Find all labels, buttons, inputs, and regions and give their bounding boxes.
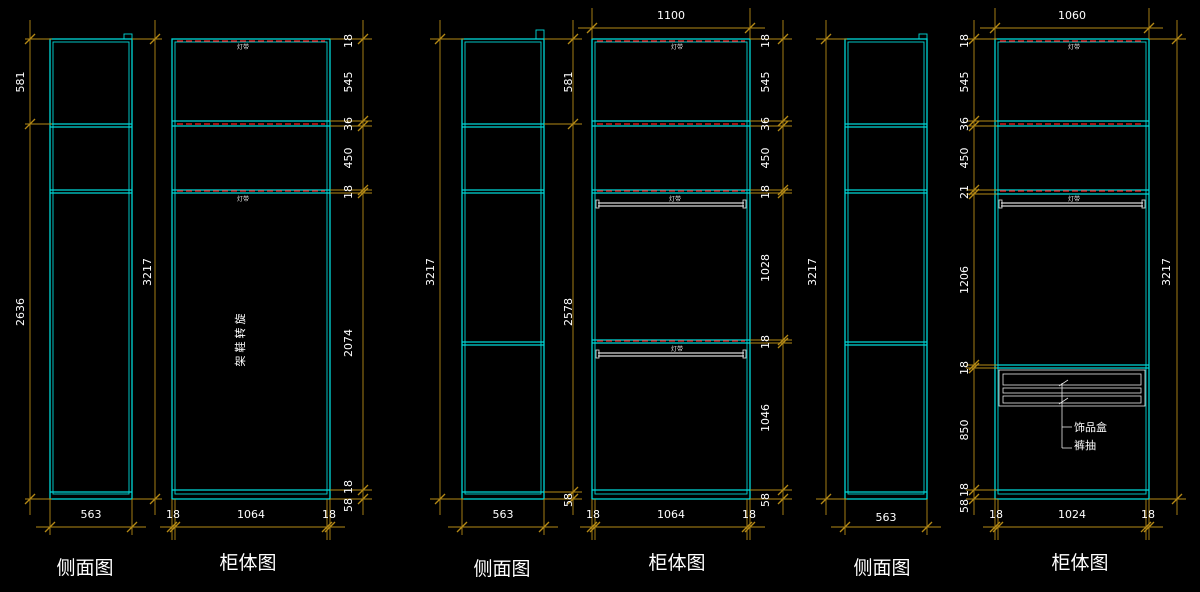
cabinet-view-3: 饰品盒 裤抽 灯带 灯带 1060 18 545 36 450 21 [958, 8, 1186, 574]
side2-dim-overall: 3217 [424, 258, 437, 286]
cab1-light-label-mid: 灯带 [237, 195, 249, 203]
cab1-light-label-top: 灯带 [237, 43, 249, 51]
cab1-dim-w-mid: 1064 [237, 508, 265, 521]
side2-dim-upper: 581 [562, 72, 575, 93]
cab3-callout-accessory-box: 饰品盒 [1074, 420, 1107, 434]
side3-caption: 侧面图 [853, 557, 910, 579]
cab2-dim-r2: 545 [759, 72, 772, 93]
cab3-dim-w-right: 18 [1141, 508, 1155, 521]
side1-dim-lower: 2636 [14, 298, 27, 326]
side2-dim-bottom: 58 [562, 493, 575, 507]
cab3-dim-l2: 545 [958, 72, 971, 93]
cab2-dim-r7: 18 [759, 335, 772, 349]
cab3-dim-l3: 36 [958, 117, 971, 131]
cabinet-view-2: 灯带 灯带 灯带 1100 18 545 36 450 18 102 [578, 8, 792, 574]
cab2-dim-w-mid: 1064 [657, 508, 685, 521]
cab2-dim-r5: 18 [759, 185, 772, 199]
side1-dim-width: 563 [81, 508, 102, 521]
cabinet-view-1: 灯带 灯带 旋 转 鞋 架 18 545 36 450 18 2074 18 5… [160, 20, 372, 574]
cab3-dim-l9: 18 [958, 483, 971, 497]
cab3-dim-l8: 850 [958, 420, 971, 441]
cab3-dim-l7: 18 [958, 361, 971, 375]
cab3-dim-w-left: 18 [989, 508, 1003, 521]
cab1-dim-r7: 18 [342, 480, 355, 494]
cab2-dim-r1: 18 [759, 34, 772, 48]
side1-dim-upper: 581 [14, 72, 27, 93]
cab3-callout-pants-drawer: 裤抽 [1074, 438, 1096, 452]
cab1-dim-r4: 450 [342, 148, 355, 169]
cab3-dim-l5: 21 [958, 185, 971, 199]
side3-dim-width: 563 [876, 511, 897, 524]
cab2-dim-r4: 450 [759, 148, 772, 169]
cab2-dim-r9: 58 [759, 493, 772, 507]
cab2-light-label-top: 灯带 [671, 43, 683, 51]
cab3-dim-l1: 18 [958, 34, 971, 48]
cab1-dim-r3: 36 [342, 117, 355, 131]
side1-dim-overall: 3217 [141, 258, 154, 286]
cab1-note-char-2: 转 [233, 328, 247, 339]
side2-caption: 侧面图 [473, 558, 530, 580]
side-view-3: 3217 563 侧面图 [806, 20, 941, 579]
side-view-1: 581 2636 3217 563 侧面图 [14, 20, 162, 579]
cab1-dim-r1: 18 [342, 34, 355, 48]
cab1-note-char-3: 鞋 [233, 342, 247, 353]
cab2-dim-top: 1100 [657, 9, 685, 22]
cab1-note-char-1: 旋 [233, 314, 247, 325]
cab2-caption: 柜体图 [648, 552, 705, 574]
cab1-dim-r2: 545 [342, 72, 355, 93]
cab2-dim-r6: 1028 [759, 254, 772, 282]
cab3-dim-top: 1060 [1058, 9, 1086, 22]
cab3-dim-overall: 3217 [1160, 258, 1173, 286]
cab3-dim-l4: 450 [958, 148, 971, 169]
cab3-dim-l6: 1206 [958, 266, 971, 294]
cab2-dim-w-left: 18 [586, 508, 600, 521]
side2-dim-width: 563 [493, 508, 514, 521]
side3-dim-overall: 3217 [806, 258, 819, 286]
cab3-dim-w-mid: 1024 [1058, 508, 1086, 521]
cab2-light-label-mid: 灯带 [669, 195, 681, 203]
cab3-light-label-top: 灯带 [1068, 43, 1080, 51]
side-view-2: 3217 581 2578 58 563 侧面图 [424, 20, 582, 580]
cab3-caption: 柜体图 [1051, 552, 1108, 574]
cab1-dim-r5: 18 [342, 185, 355, 199]
cab1-dim-r6: 2074 [342, 329, 355, 357]
cab2-dim-r3: 36 [759, 117, 772, 131]
cab1-dim-r8: 58 [342, 498, 355, 512]
side2-dim-middle: 2578 [562, 298, 575, 326]
cab3-dim-l10: 58 [958, 499, 971, 513]
cab1-dim-w-left: 18 [166, 508, 180, 521]
cab3-light-label-mid: 灯带 [1068, 195, 1080, 203]
cab1-note-char-4: 架 [234, 356, 247, 367]
cab2-dim-w-right: 18 [742, 508, 756, 521]
cab2-dim-r8: 1046 [759, 404, 772, 432]
cab1-caption: 柜体图 [219, 552, 276, 574]
side1-caption: 侧面图 [56, 557, 113, 579]
cab1-dim-w-right: 18 [322, 508, 336, 521]
cab2-light-label-low: 灯带 [671, 345, 683, 353]
